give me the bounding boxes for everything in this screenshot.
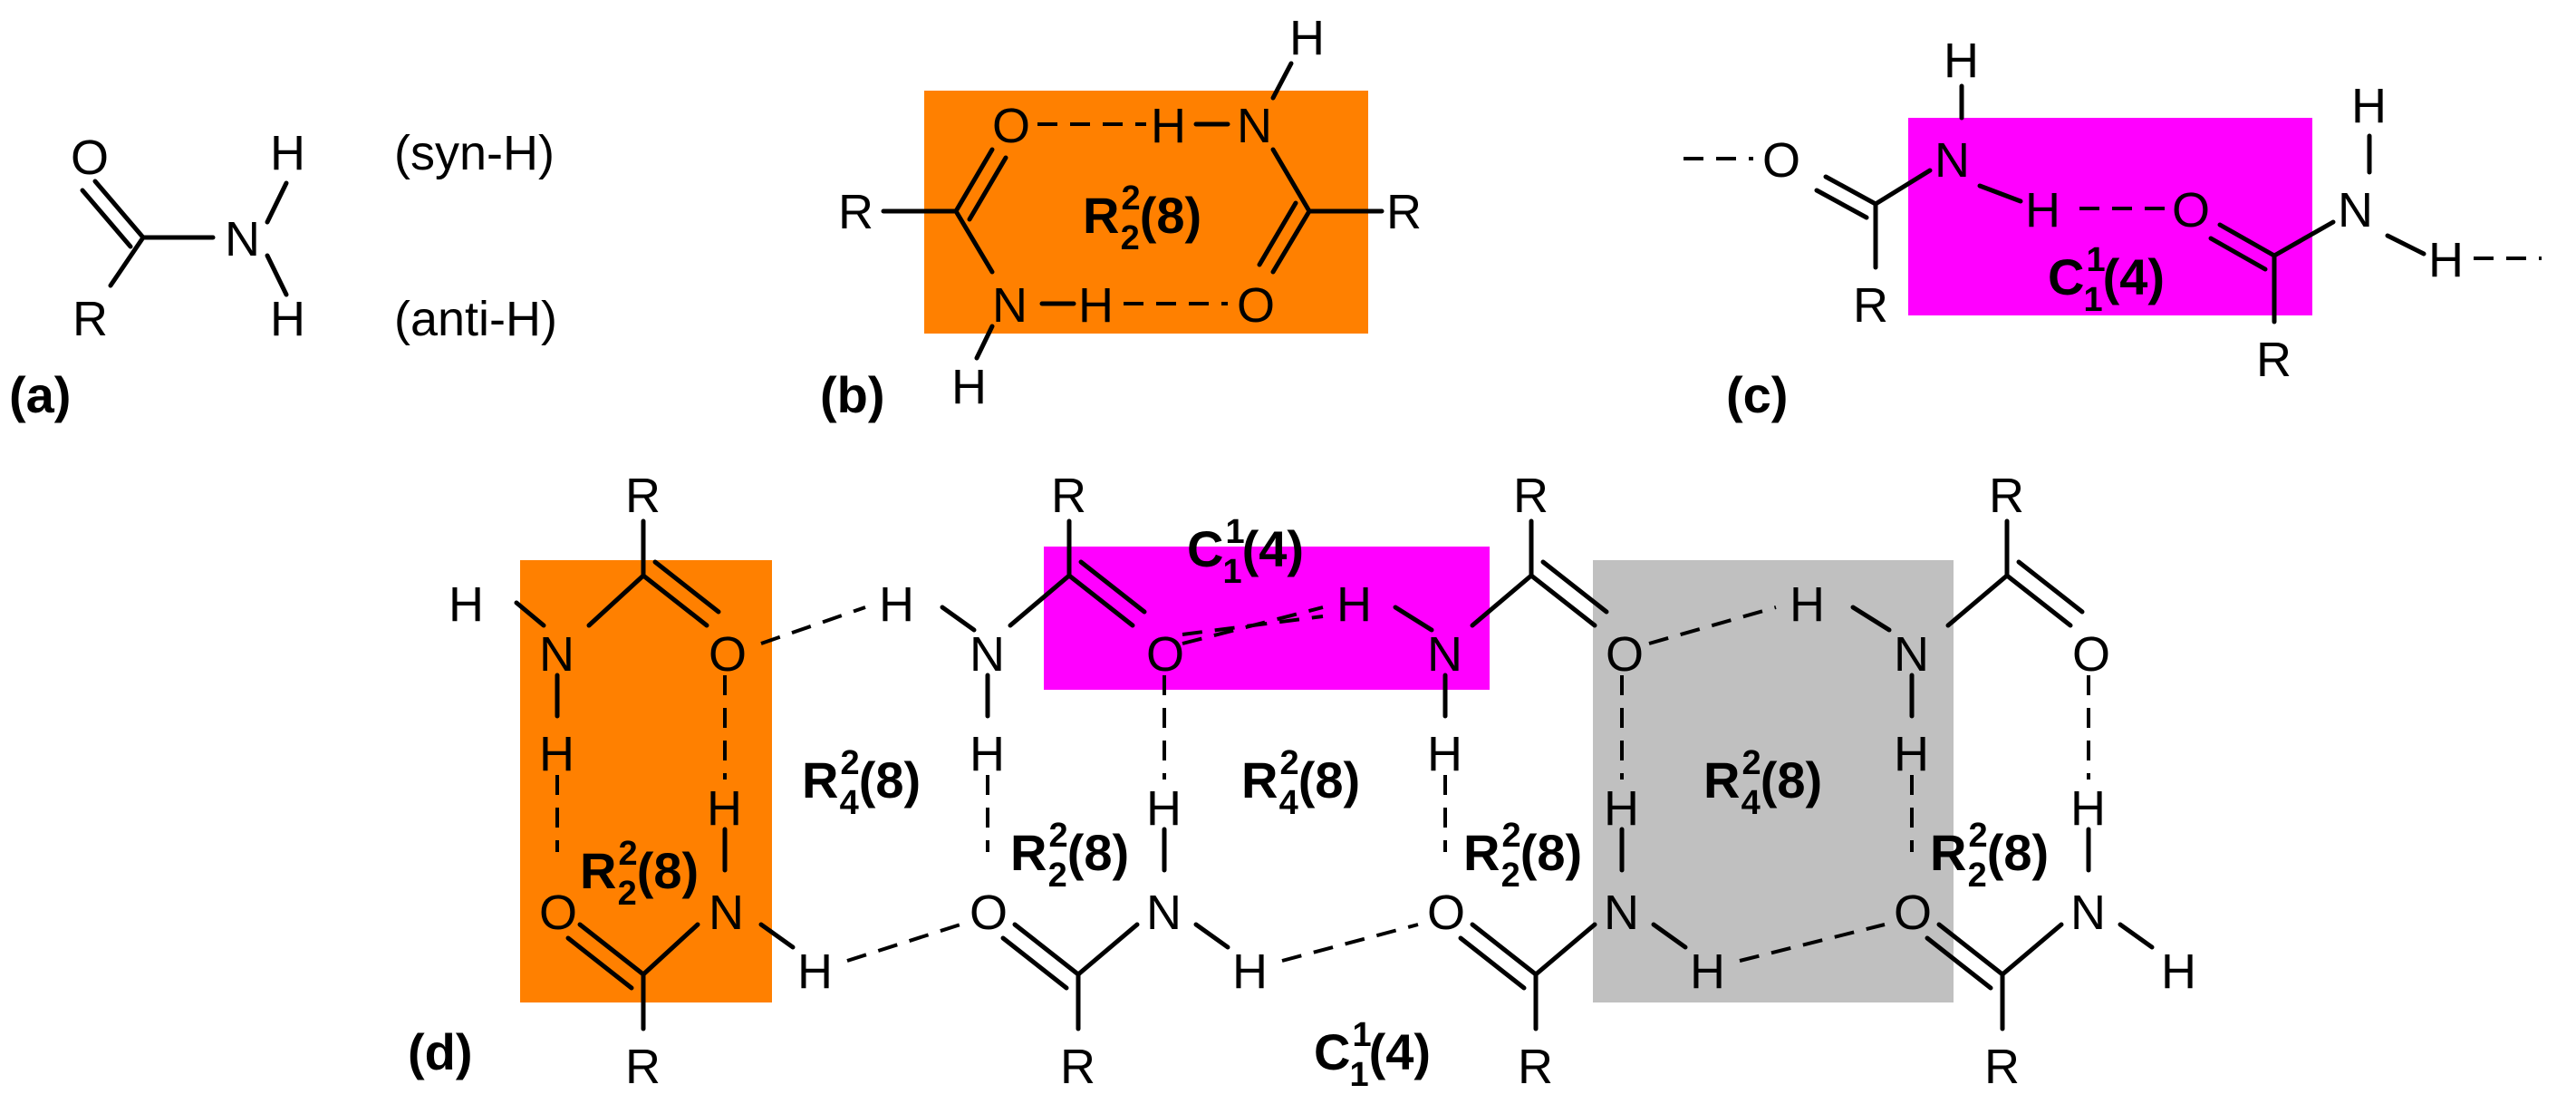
atom-R: R bbox=[72, 292, 108, 346]
panel-label-d: (d) bbox=[408, 1023, 473, 1080]
atom-N: N bbox=[709, 886, 744, 940]
vertical-bonds bbox=[555, 615, 2091, 873]
dimer-ring-highlight-b bbox=[924, 91, 1368, 334]
atom-O: O bbox=[1762, 133, 1800, 188]
atom-R: R bbox=[1518, 1040, 1553, 1094]
atom-N: N bbox=[1237, 99, 1272, 153]
atom-H: H bbox=[951, 360, 987, 414]
atom-O: O bbox=[709, 627, 747, 682]
atom-N: N bbox=[970, 627, 1005, 682]
atom-H: H bbox=[1427, 727, 1462, 781]
chain-highlight-c bbox=[1908, 118, 2312, 315]
panel-label-b: (b) bbox=[820, 366, 885, 423]
atom-O: O bbox=[992, 99, 1030, 153]
atom-H: H bbox=[1690, 944, 1725, 999]
atom-H: H bbox=[1944, 34, 1979, 88]
panel-d: R H N O H R N O H R N O H R N O H H H H … bbox=[408, 469, 2196, 1094]
atom-O: O bbox=[1237, 278, 1275, 333]
atom-O: O bbox=[71, 131, 109, 185]
atom-R: R bbox=[625, 1040, 661, 1094]
atom-N: N bbox=[1934, 133, 1970, 188]
atom-H: H bbox=[879, 577, 914, 632]
atom-R: R bbox=[1853, 278, 1888, 333]
bottom-row bbox=[565, 922, 2155, 1031]
atom-H: H bbox=[1604, 781, 1639, 836]
atom-N: N bbox=[2338, 183, 2373, 237]
atom-N: N bbox=[1427, 627, 1462, 682]
atom-H: H bbox=[1790, 577, 1825, 632]
atom-N: N bbox=[1146, 886, 1182, 940]
top-row bbox=[514, 518, 2085, 645]
atom-O: O bbox=[539, 886, 577, 940]
atom-H: H bbox=[1336, 577, 1372, 632]
atom-O: O bbox=[2072, 627, 2110, 682]
atom-H: H bbox=[449, 577, 484, 632]
atom-H: H bbox=[707, 781, 742, 836]
atom-H: H bbox=[1151, 99, 1186, 153]
atom-H: H bbox=[1894, 727, 1929, 781]
atom-O: O bbox=[970, 886, 1008, 940]
atom-R: R bbox=[1060, 1040, 1095, 1094]
panel-a: O N H H R (syn-H) (anti-H) (a) bbox=[9, 126, 557, 423]
atom-R: R bbox=[1984, 1040, 2020, 1094]
atom-H: H bbox=[1289, 11, 1325, 65]
atom-O: O bbox=[1606, 627, 1644, 682]
atom-R: R bbox=[2256, 333, 2291, 387]
atom-O: O bbox=[2172, 183, 2210, 237]
atom-H: H bbox=[270, 126, 305, 180]
atom-H: H bbox=[270, 292, 305, 346]
atom-R: R bbox=[1513, 469, 1548, 523]
tetramer-ring-highlight-d bbox=[1593, 560, 1954, 1002]
atom-H: H bbox=[1078, 278, 1114, 333]
atom-H: H bbox=[797, 944, 833, 999]
atom-N: N bbox=[225, 212, 260, 266]
atom-R: R bbox=[1989, 469, 2024, 523]
atom-H: H bbox=[2025, 183, 2060, 237]
anti-h-label: (anti-H) bbox=[394, 292, 557, 346]
atom-O: O bbox=[1146, 627, 1184, 682]
atom-R: R bbox=[625, 469, 661, 523]
atom-N: N bbox=[1604, 886, 1639, 940]
atom-N: N bbox=[2070, 886, 2106, 940]
atom-N: N bbox=[992, 278, 1028, 333]
atom-H: H bbox=[1146, 781, 1182, 836]
atom-O: O bbox=[1427, 886, 1465, 940]
panel-label-a: (a) bbox=[9, 366, 71, 423]
atom-N: N bbox=[539, 627, 574, 682]
atom-H: H bbox=[1232, 944, 1268, 999]
atom-H: H bbox=[539, 727, 574, 781]
atom-R: R bbox=[1386, 185, 1422, 239]
atom-O: O bbox=[1894, 886, 1932, 940]
atom-H: H bbox=[2070, 781, 2106, 836]
atom-N: N bbox=[1894, 627, 1929, 682]
syn-h-label: (syn-H) bbox=[394, 126, 555, 180]
atom-R: R bbox=[1051, 469, 1086, 523]
atom-H: H bbox=[2428, 233, 2464, 287]
panel-label-c: (c) bbox=[1726, 366, 1788, 423]
atom-R: R bbox=[838, 185, 873, 239]
atom-H: H bbox=[970, 727, 1005, 781]
dimer-ring-highlight-d bbox=[520, 560, 772, 1002]
atom-H: H bbox=[2161, 944, 2196, 999]
atom-H: H bbox=[2351, 79, 2387, 133]
